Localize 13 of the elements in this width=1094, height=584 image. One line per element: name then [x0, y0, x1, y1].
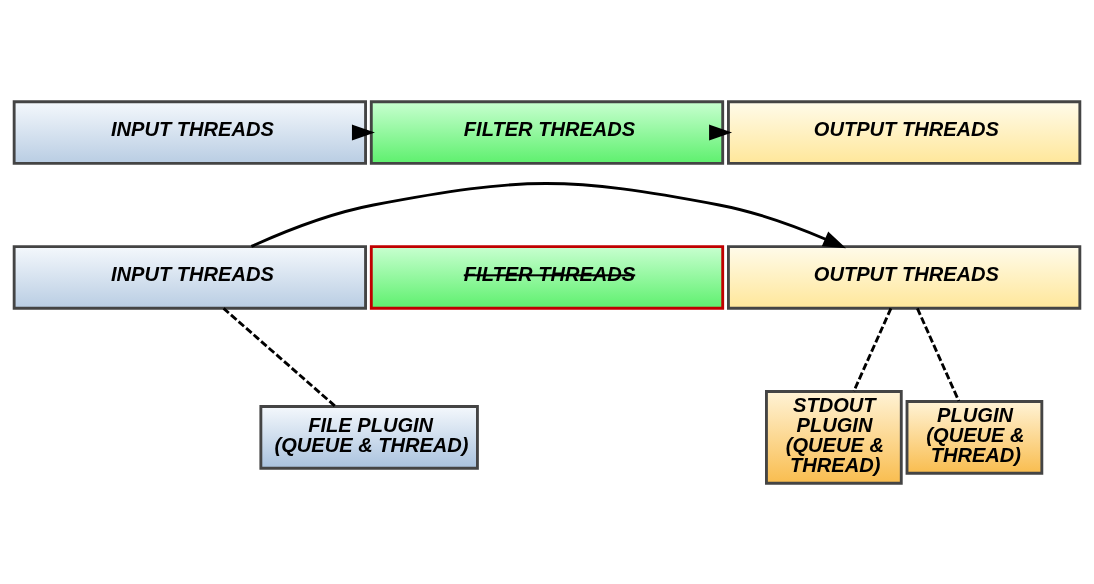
node-box: INPUT THREADS — [12, 244, 367, 310]
node-box: PLUGIN (QUEUE & THREAD) — [905, 399, 1044, 475]
connector — [916, 307, 961, 402]
arrow — [709, 124, 733, 141]
node-box: OUTPUT THREADS — [727, 244, 1082, 310]
node-box: FILE PLUGIN (QUEUE & THREAD) — [259, 404, 479, 470]
node-box: FILTER THREADS — [369, 244, 725, 310]
node-box: STDOUT PLUGIN (QUEUE & THREAD) — [765, 389, 903, 485]
connector — [222, 306, 337, 408]
arrow — [250, 181, 847, 248]
arrow — [351, 124, 375, 141]
node-box: OUTPUT THREADS — [727, 99, 1082, 165]
connector — [852, 307, 893, 392]
